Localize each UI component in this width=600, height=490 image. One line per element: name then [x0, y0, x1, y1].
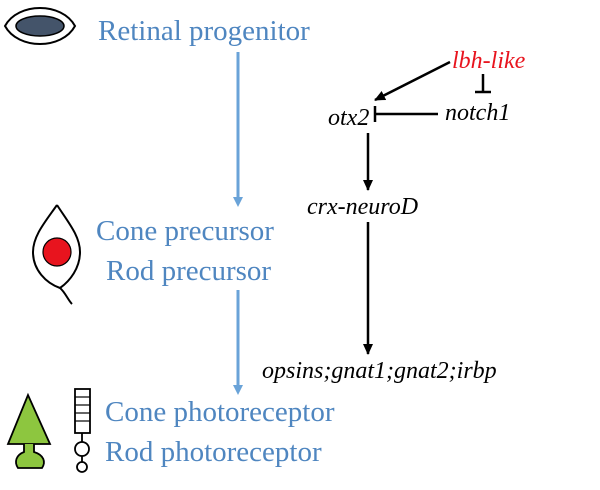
- gene-otx2: otx2: [328, 105, 369, 131]
- retinal-progenitor-cell-icon: [3, 7, 77, 45]
- edge-lbh-like-activates-otx2: [374, 60, 451, 102]
- edge-lbh-like-inhibits-notch1: [475, 74, 491, 94]
- edge-notch1-inhibits-otx2: [373, 106, 438, 122]
- precursor-cell-icon: [31, 204, 82, 305]
- gene-crx-neurod: crx-neuroD: [307, 194, 418, 220]
- gene-notch1: notch1: [445, 100, 510, 126]
- stage-label-cone-photoreceptor: Cone photoreceptor: [105, 396, 335, 428]
- stage-label-rod-photoreceptor: Rod photoreceptor: [105, 436, 322, 468]
- rod-photoreceptor-icon: [74, 388, 91, 473]
- cone-photoreceptor-icon: [6, 392, 52, 469]
- stage-label-rod-precursor: Rod precursor: [106, 255, 271, 287]
- stage-label-cone-precursor: Cone precursor: [96, 215, 274, 247]
- stage-label-retinal-progenitor: Retinal progenitor: [98, 15, 310, 47]
- gene-lbh-like: lbh-like: [452, 48, 526, 74]
- gene-targets: opsins;gnat1;gnat2;irbp: [262, 358, 497, 384]
